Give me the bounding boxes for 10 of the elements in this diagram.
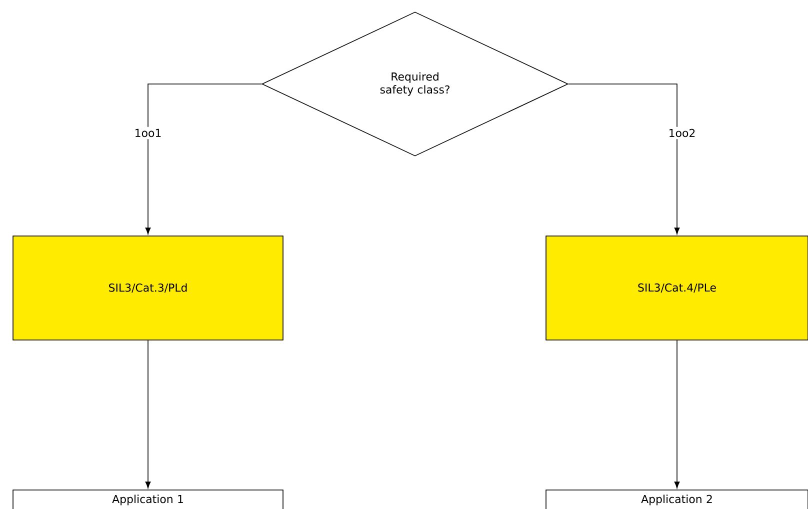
arrow bbox=[674, 340, 680, 488]
arrow bbox=[568, 84, 680, 234]
process-box: Application 2 bbox=[546, 490, 808, 509]
edge-label: 1oo2 bbox=[666, 126, 698, 140]
process-box: Application 1 bbox=[12, 490, 284, 509]
arrow bbox=[145, 84, 262, 234]
arrow bbox=[145, 340, 151, 488]
edge-label: 1oo1 bbox=[132, 126, 164, 140]
process-box: SIL3/Cat.4/PLe bbox=[546, 236, 808, 340]
process-box: SIL3/Cat.3/PLd bbox=[12, 236, 284, 340]
